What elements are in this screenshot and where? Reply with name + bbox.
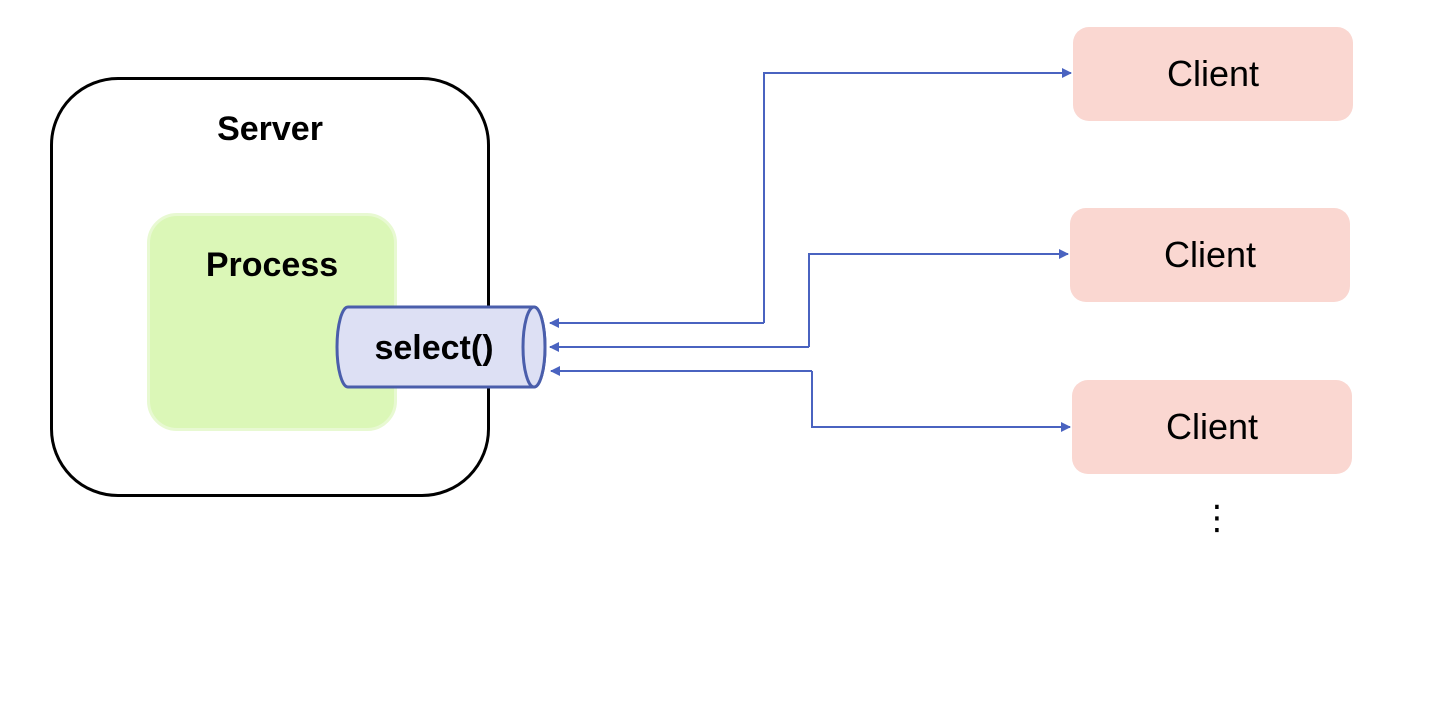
client-box-2: Client	[1070, 208, 1350, 302]
client-box-1: Client	[1073, 27, 1353, 121]
connector-client-3	[811, 371, 1071, 432]
connector-client-2	[808, 249, 1069, 347]
client-box-3: Client	[1072, 380, 1352, 474]
select-cylinder: select()	[335, 305, 547, 389]
process-title: Process	[205, 246, 339, 284]
server-title: Server	[217, 110, 323, 148]
more-clients-indicator: ⋮	[1200, 499, 1234, 537]
connector-client-1	[763, 68, 1072, 323]
select-label: select()	[374, 329, 493, 367]
